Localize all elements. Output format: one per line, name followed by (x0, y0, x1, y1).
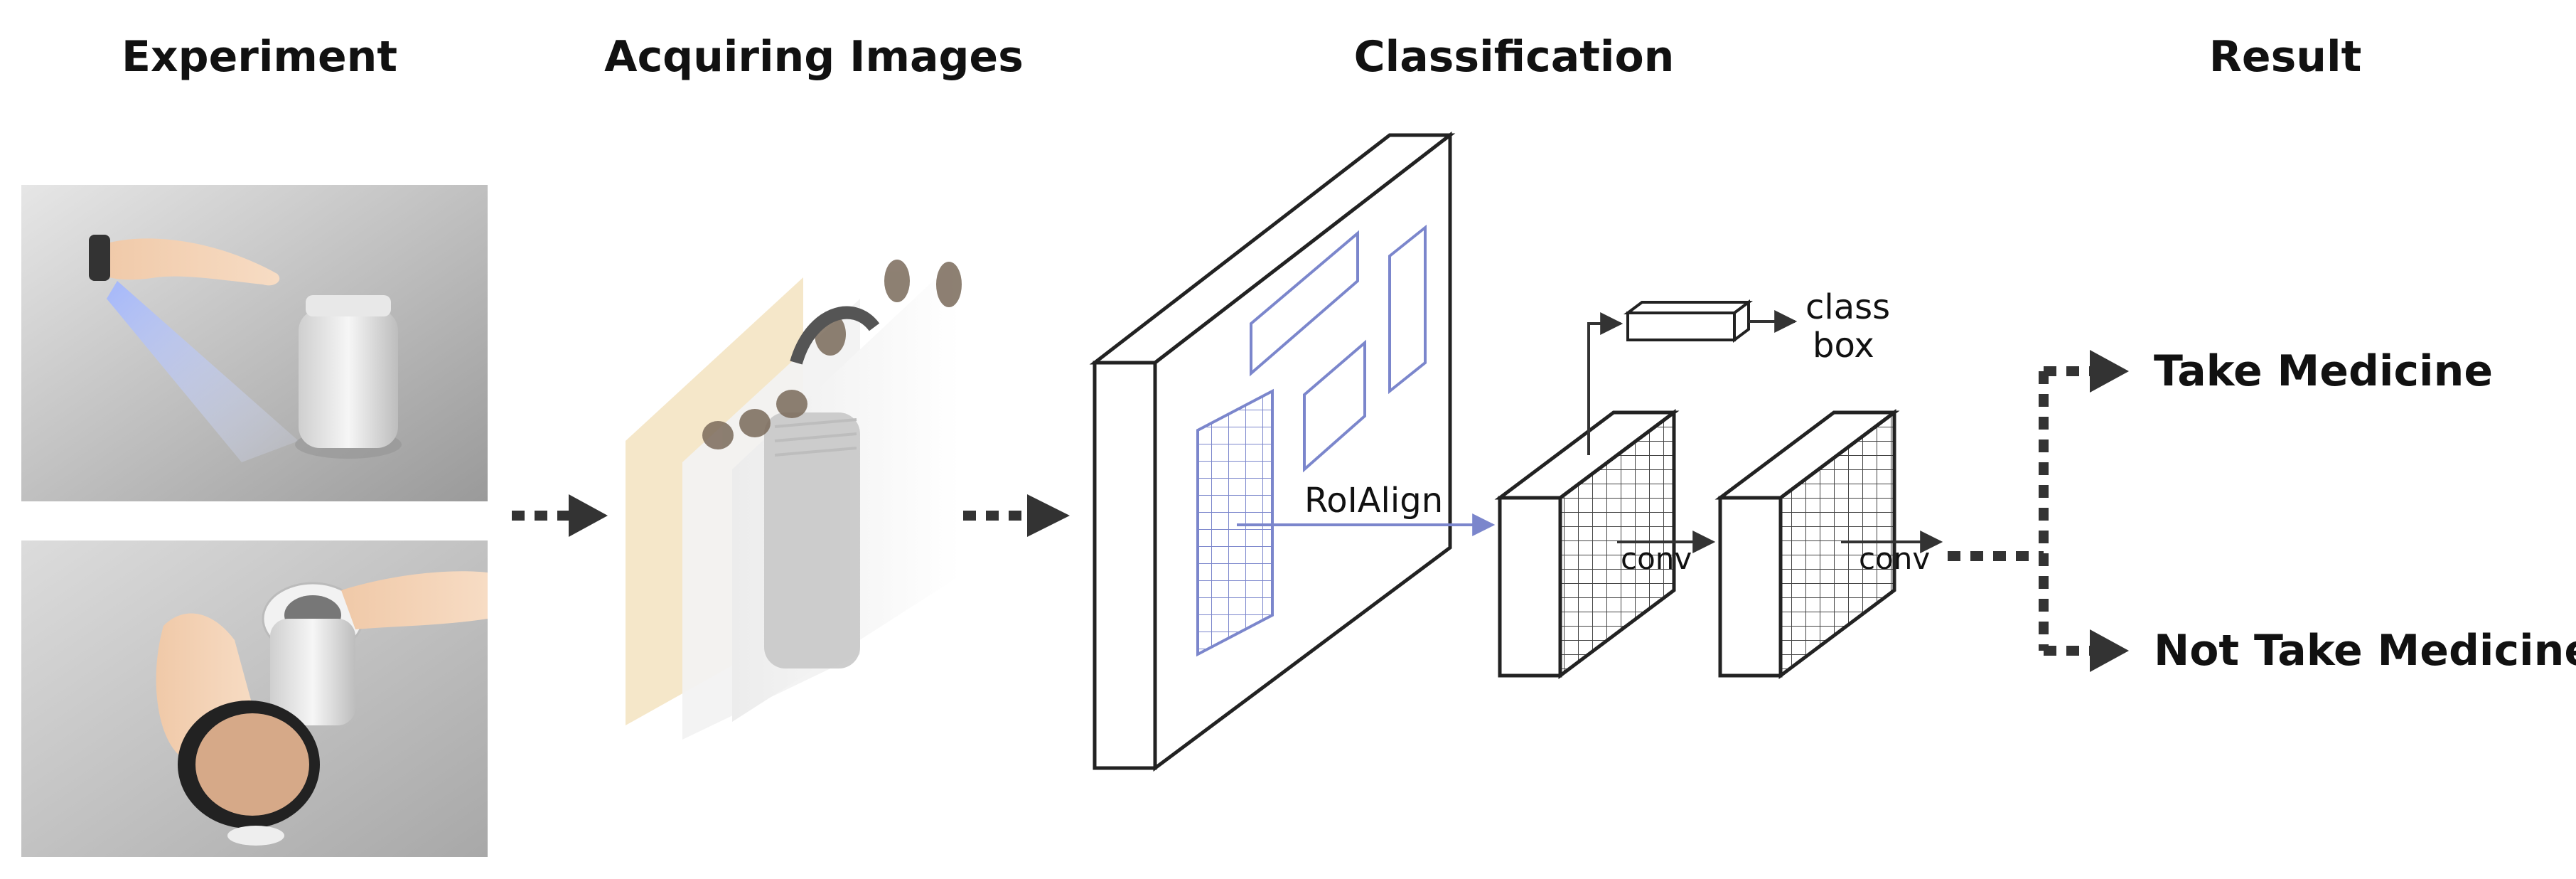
feature-block-2 (1714, 409, 1900, 679)
wrist-sensor-band (89, 235, 110, 281)
result-not-take-medicine: Not Take Medicine (2154, 626, 2576, 676)
conv-label-2: conv (1859, 541, 1930, 576)
roi-grid (1196, 388, 1274, 657)
head-class-label: class (1805, 287, 1890, 327)
roi-box-2 (1388, 224, 1427, 395)
stage-title-experiment: Experiment (122, 32, 397, 82)
hand (100, 238, 280, 286)
flow-arrow-1 (512, 494, 608, 537)
roialign-label: RoIAlign (1304, 481, 1443, 521)
experiment-photo-hand-over-jar (21, 185, 488, 501)
stage-title-classification: Classification (1354, 32, 1675, 82)
acquired-image-frames (626, 256, 962, 740)
head-branch (1587, 299, 1798, 455)
result-split-arrows (1948, 350, 2129, 672)
roi-box-1 (1250, 230, 1359, 377)
experiment-photo-hand-with-jar (21, 540, 488, 857)
stage-title-result: Result (2209, 32, 2362, 82)
flow-arrow-2 (963, 494, 1070, 537)
feature-map-slab (1089, 131, 1456, 772)
feature-block-1 (1494, 409, 1680, 679)
stage-title-acquiring-images: Acquiring Images (604, 32, 1024, 82)
fc-head-box (1626, 311, 1736, 341)
hand-holding-lid (341, 571, 488, 629)
medicine-jar (299, 309, 398, 448)
head-box-label: box (1813, 326, 1874, 366)
conv-label-1: conv (1621, 541, 1692, 576)
result-take-medicine: Take Medicine (2154, 346, 2493, 396)
sensor-beam (107, 281, 299, 462)
roi-box-3 (1303, 339, 1366, 473)
